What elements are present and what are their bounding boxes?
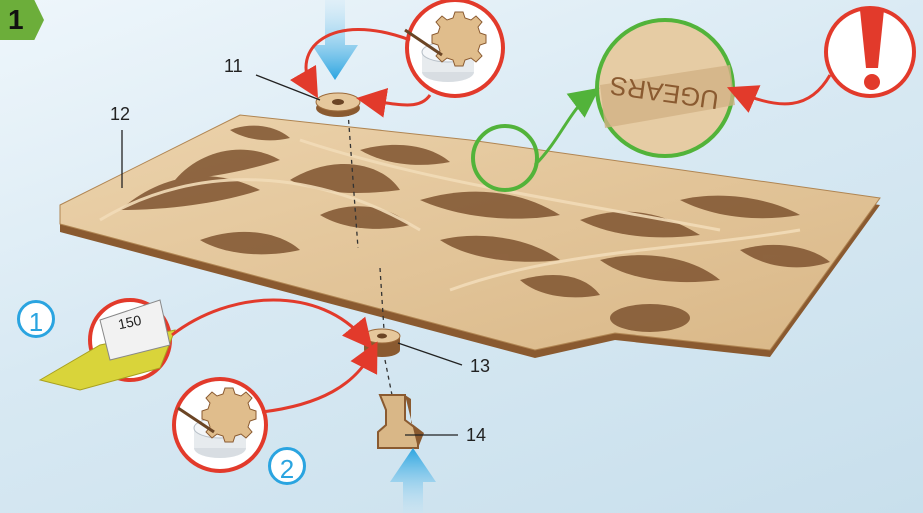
disc-part-13 bbox=[364, 329, 400, 357]
arrow-up-icon bbox=[390, 448, 436, 513]
gear-piece-icon bbox=[432, 12, 486, 66]
order-step-2: 2 bbox=[268, 447, 306, 485]
warning-callout bbox=[826, 8, 914, 96]
sandpaper-callout bbox=[40, 300, 175, 390]
glue-arrow-bottom bbox=[262, 352, 372, 412]
warning-arrow bbox=[738, 75, 830, 104]
glue-detail-callout-bottom bbox=[174, 379, 266, 471]
wooden-panel-part-12 bbox=[60, 115, 880, 358]
part-label-11: 11 bbox=[224, 56, 243, 77]
sand-arrow bbox=[172, 300, 365, 340]
order-step-1: 1 bbox=[17, 300, 55, 338]
part-label-12: 12 bbox=[110, 104, 130, 125]
glue-arrow-top-in bbox=[368, 95, 430, 105]
part-label-14: 14 bbox=[466, 425, 486, 446]
foot-part-14 bbox=[378, 395, 424, 448]
disc-part-11 bbox=[316, 93, 360, 117]
part-label-13: 13 bbox=[470, 356, 490, 377]
glue-detail-callout-top bbox=[405, 0, 503, 96]
